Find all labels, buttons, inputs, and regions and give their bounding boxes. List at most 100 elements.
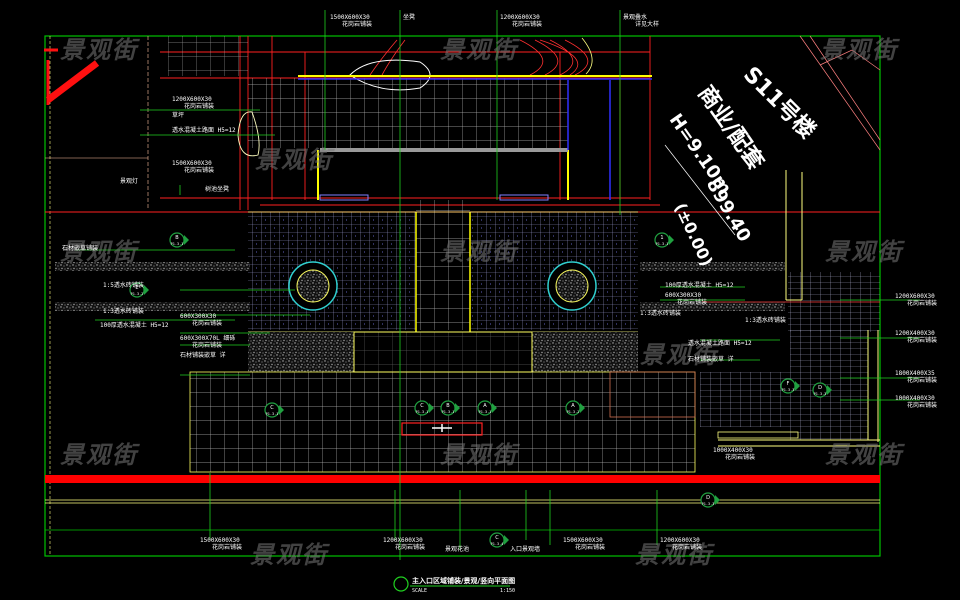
section-marker: BP1.3.1	[169, 232, 189, 248]
scale-label: SCALE	[412, 588, 428, 594]
paving-lower-plaza	[190, 372, 695, 472]
right-side-steps	[700, 170, 880, 447]
drawing-title: 主入口区域铺装/景观/竖向平面图	[412, 577, 516, 585]
annotation-text: 1500X600X30	[330, 14, 370, 21]
annotation-top: 景观叠水详见大样	[623, 14, 659, 28]
marker-ref: P1.3.2	[567, 410, 580, 414]
annotation-subtext: 花岗岩铺装	[907, 300, 938, 307]
annotation-text: 1:3透水砖铺装	[103, 308, 144, 315]
annotation-subtext: 花岗岩铺装	[907, 402, 938, 409]
section-marker: 1P1.3.1	[654, 232, 674, 248]
annotation-right: 100厚透水混凝土 H5=12	[665, 282, 734, 289]
annotation-subtext: 花岗岩铺装	[192, 342, 223, 349]
annotation-text: 1:3透水砖铺装	[745, 317, 786, 324]
gravel-planting	[532, 332, 638, 372]
annotation-text: 600X300X30	[180, 313, 217, 320]
annotation-text: 透水混凝土路面 H5=12	[688, 340, 752, 347]
annotation-text: 1200X600X30	[500, 14, 540, 21]
gravel-strip	[640, 262, 785, 271]
boulder	[237, 111, 260, 157]
annotation-right: 1:3透水砖铺装	[745, 317, 786, 324]
marker-letter: A	[483, 403, 487, 409]
annotation-left: 石材嵌草铺装	[62, 245, 98, 252]
marker-ref: P1.3.1	[656, 242, 669, 246]
marker-ref: P1.3.1	[442, 410, 455, 414]
annotation-text: 入口景观墙	[510, 546, 541, 553]
paving-top-left	[168, 36, 248, 76]
title-symbol	[393, 576, 510, 592]
paving-top-plaza	[248, 78, 568, 148]
marker-ref: P1.3.1	[266, 412, 279, 416]
red-band-road	[45, 475, 880, 483]
annotation-subtext: 花岗岩铺装	[395, 544, 426, 551]
marker-ref: P1.3.3	[702, 502, 715, 506]
annotation-text: 1500X600X30	[200, 537, 240, 544]
annotation-left: 景观灯	[120, 178, 138, 185]
annotation-subtext: 花岗岩铺装	[212, 544, 243, 551]
paving-center-walk	[416, 200, 470, 330]
annotation-subtext: 花岗岩铺装	[677, 299, 708, 306]
annotation-text: 1200X400X30	[895, 330, 935, 337]
annotation-text: 1:3透水砖铺装	[640, 310, 681, 317]
annotation-text: 1800X400X35	[895, 370, 935, 377]
marker-letter: 1	[660, 235, 663, 241]
marker-letter: C	[270, 405, 274, 411]
annotation-text: 1000X400X30	[713, 447, 753, 454]
leader-lines	[75, 10, 920, 560]
annotation-subtext: 花岗岩铺装	[342, 21, 373, 28]
planter	[609, 371, 696, 418]
plaza-edges	[298, 75, 652, 201]
annotation-right: 透水混凝土路面 H5=12	[688, 340, 752, 347]
annotation-subtext: 花岗岩铺装	[575, 544, 606, 551]
annotation-text: 600X300X70L 细砾	[180, 335, 236, 342]
annotation-subtext: 花岗岩铺装	[725, 454, 756, 461]
water-edge	[581, 37, 593, 75]
section-marker: DP1.3.3	[700, 492, 720, 508]
annotation-text: 坐凳	[403, 14, 416, 21]
section-marker: DP1.3.3	[812, 382, 832, 398]
contour-lines	[369, 39, 589, 76]
annotation-text: 1:5透水砖铺装	[103, 282, 144, 289]
annotation-text: 1500X600X30	[563, 537, 603, 544]
section-marker: BP1.3.1	[440, 400, 460, 416]
annotation-text: 景观叠水	[623, 14, 648, 21]
marker-ref: P1.3.1	[171, 242, 184, 246]
annotation-text: 1000X400X30	[895, 395, 935, 402]
annotation-subtext: 花岗岩铺装	[184, 167, 215, 174]
annotation-text: 1200X600X30	[172, 96, 212, 103]
annotation-text: 石材铺装嵌草 详	[688, 356, 734, 363]
marker-ref: P1.3.4	[491, 542, 504, 546]
annotation-left: 600X300X70L 细砾花岗岩铺装	[180, 335, 235, 349]
marker-ref: P1.3.1	[416, 410, 429, 414]
diagonal-building-edge	[799, 35, 881, 151]
annotation-text: 1200X600X30	[383, 537, 423, 544]
annotation-text: 1200X600X30	[895, 293, 935, 300]
annotation-right: 石材铺装嵌草 详	[688, 356, 734, 363]
annotation-text: 草坪	[172, 112, 185, 119]
detail-markers: BP1.3.1EP1.3.2CP1.3.1CP1.3.1BP1.3.1AP1.3…	[129, 232, 832, 548]
annotation-text: 100厚透水混凝土 H5=12	[665, 282, 734, 289]
annotation-subtext: 花岗岩铺装	[672, 544, 703, 551]
marker-letter: E	[135, 285, 138, 291]
gravel-strip	[640, 302, 785, 311]
marker-letter: D	[818, 385, 822, 391]
annotation-left: 透水混凝土路面 H5=12	[172, 127, 236, 134]
marker-ref: P1.3.2	[131, 292, 144, 296]
section-marker: AP1.3.1	[477, 400, 497, 416]
annotation-text: 石材铺装嵌草 详	[180, 352, 226, 359]
section-marker: FP1.3.3	[780, 378, 800, 394]
annotation-top: 坐凳	[403, 14, 415, 21]
gravel-strip	[55, 262, 250, 271]
marker-letter: F	[787, 381, 790, 387]
